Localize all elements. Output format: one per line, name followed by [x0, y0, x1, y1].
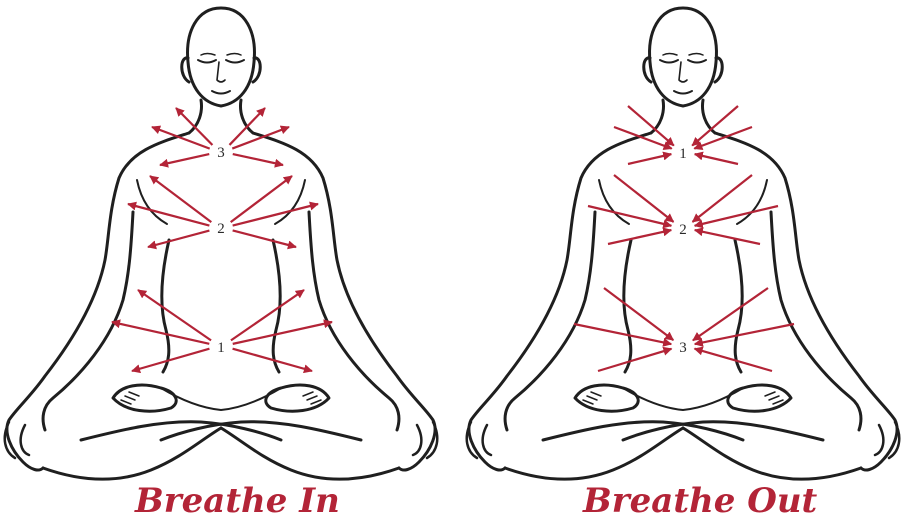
inhale-arrow — [152, 127, 210, 149]
exhale-arrow — [695, 154, 738, 164]
exhale-arrow — [695, 230, 760, 244]
inhale-arrow — [231, 176, 292, 222]
inhale-arrow — [231, 290, 304, 340]
inhale-arrow — [138, 290, 211, 340]
caption-breathe-out: Breathe Out — [583, 482, 817, 520]
exhale-point-label-1: 1 — [679, 146, 687, 162]
inhale-arrow — [233, 230, 296, 247]
inhale-point-label-2: 2 — [217, 221, 225, 237]
inhale-arrow — [233, 154, 283, 165]
inhale-arrow — [128, 204, 209, 226]
exhale-arrow — [628, 154, 671, 164]
exhale-arrow — [598, 349, 671, 371]
exhale-arrow — [695, 349, 772, 371]
exhale-arrow — [608, 230, 671, 244]
exhale-arrow — [694, 127, 752, 149]
inhale-arrow — [233, 322, 332, 344]
inhale-arrow — [160, 154, 209, 165]
caption-breathe-in: Breathe In — [135, 482, 340, 520]
exhale-point-label-3: 3 — [679, 340, 687, 356]
inhale-arrow — [112, 322, 209, 344]
inhale-arrow — [148, 231, 209, 247]
inhale-point-label-1: 1 — [217, 340, 225, 356]
inhale-arrow — [233, 204, 318, 226]
exhale-arrow — [695, 324, 794, 344]
inhale-arrow — [176, 108, 212, 145]
exhale-arrow — [614, 127, 672, 149]
inhale-point-label-3: 3 — [217, 145, 225, 161]
figure-exhale — [467, 8, 900, 479]
figure-inhale — [5, 8, 438, 479]
inhale-arrow — [132, 349, 209, 371]
inhale-arrow — [150, 176, 211, 222]
exhale-point-label-2: 2 — [679, 222, 687, 238]
inhale-arrow — [232, 127, 289, 149]
inhale-arrow — [229, 108, 265, 145]
